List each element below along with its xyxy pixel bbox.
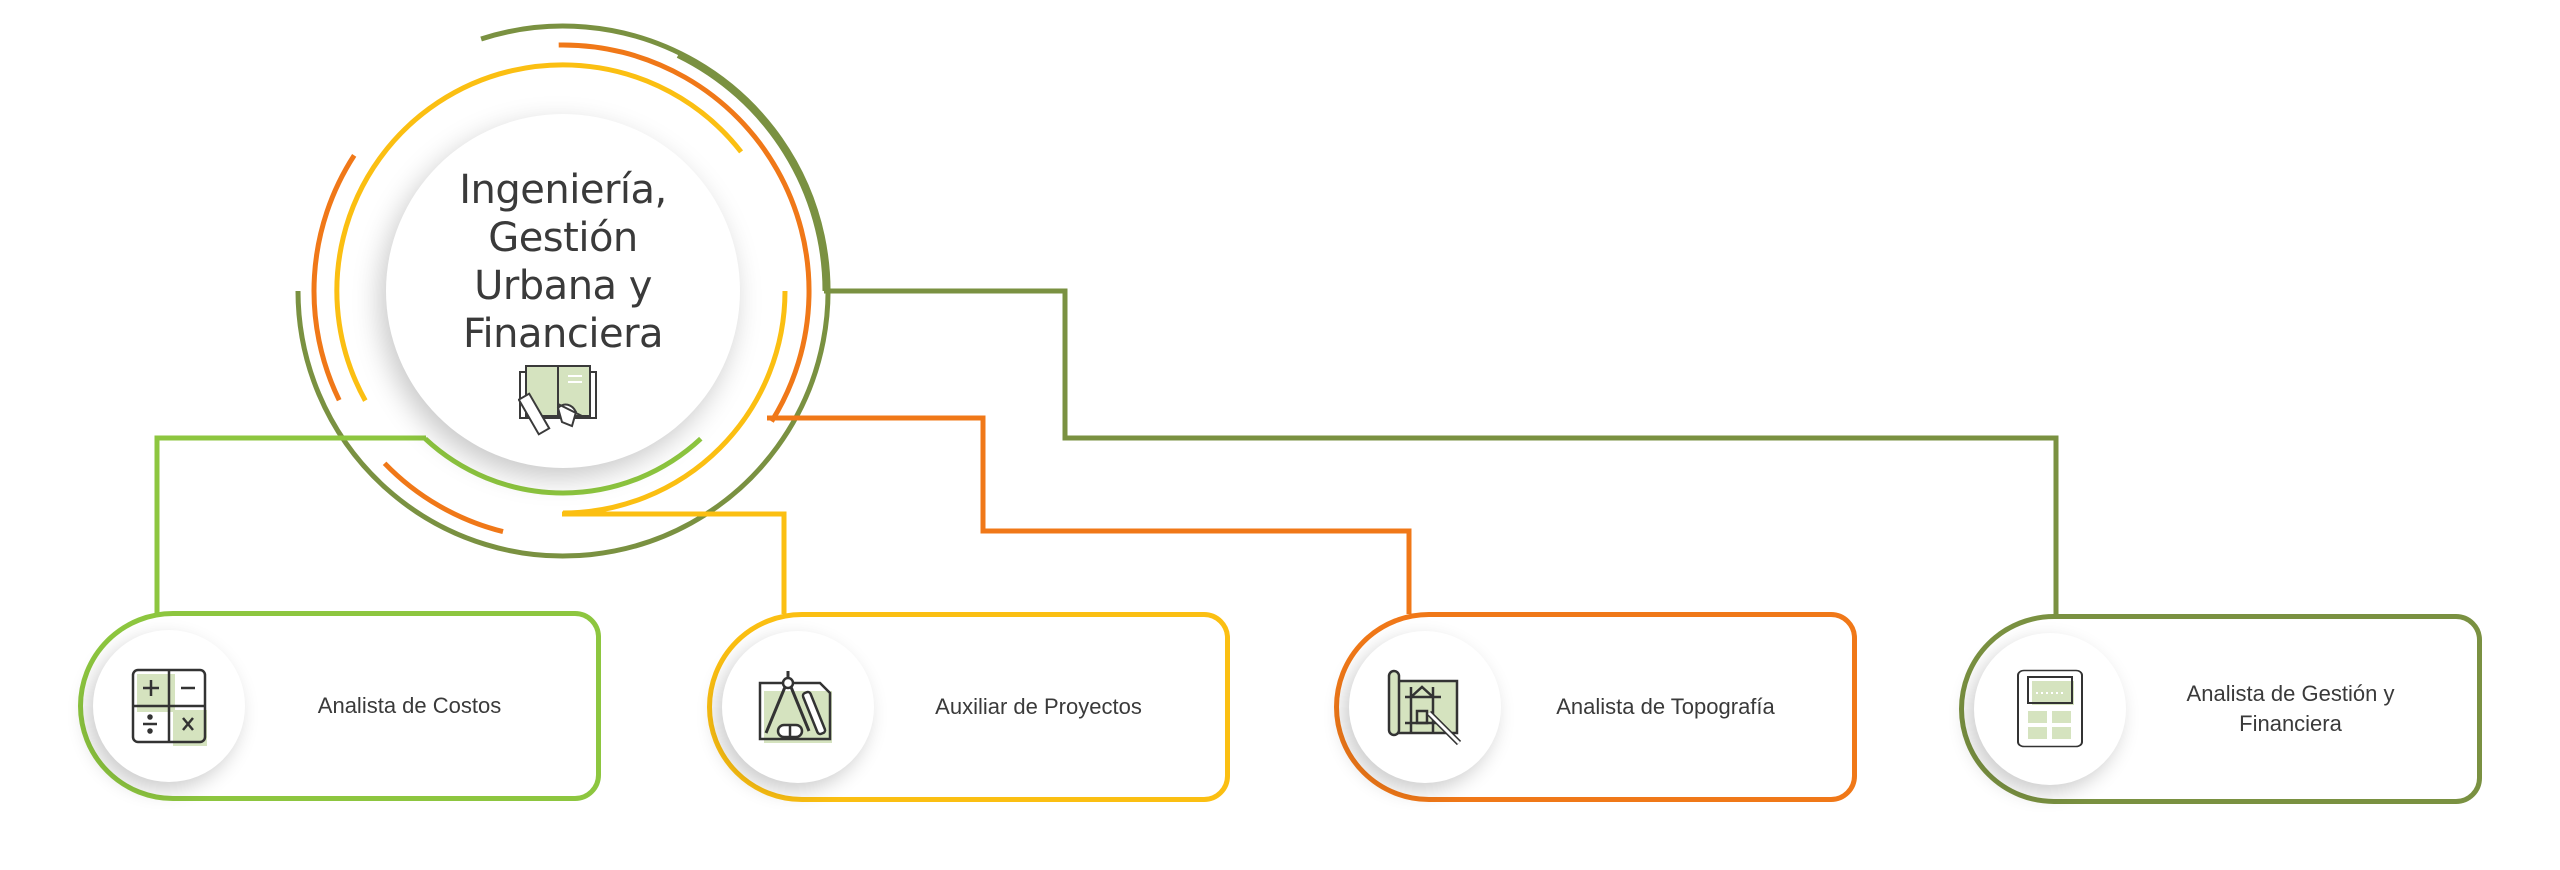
calculator-icon xyxy=(2017,669,2083,748)
calculator-operations-icon xyxy=(131,668,207,746)
connector-lime xyxy=(154,435,426,613)
card-label: Analista de Costos xyxy=(317,693,502,718)
orange-arc-left xyxy=(311,154,357,402)
yellow-arc-top xyxy=(334,62,744,402)
icon-circle xyxy=(1974,633,2126,785)
olive-arc-right xyxy=(676,53,828,292)
role-card-auxiliar-proyectos[interactable]: Auxiliar de Proyectos xyxy=(707,612,1230,802)
connector-orange xyxy=(767,415,1412,614)
hub-circle: Ingeniería, Gestión Urbana y Financiera xyxy=(386,114,740,468)
book-ruler-pencil-icon xyxy=(518,365,597,436)
connector-yellow xyxy=(562,511,787,614)
orange-arc-bottom xyxy=(382,461,504,535)
orange-arc-right xyxy=(558,42,812,423)
hub-title-line: Ingeniería, xyxy=(459,167,667,213)
hub-title-line: Financiera xyxy=(462,311,664,357)
olive-arc-left xyxy=(295,23,831,559)
blueprint-icon xyxy=(1387,669,1462,746)
icon-circle xyxy=(722,631,874,783)
role-card-analista-gestion-financiera[interactable]: Analista de Gestión y Financiera xyxy=(1959,614,2482,804)
compass-drawing-icon xyxy=(758,671,832,743)
card-label: Analista de Gestión y Financiera xyxy=(2186,681,2395,736)
role-card-analista-topografia[interactable]: Analista de Topografía xyxy=(1334,612,1857,802)
card-label: Auxiliar de Proyectos xyxy=(935,694,1142,719)
hub-title-line: Gestión xyxy=(488,215,638,261)
card-label: Analista de Topografía xyxy=(1556,694,1775,719)
role-card-analista-costos[interactable]: Analista de Costos xyxy=(78,611,601,801)
hub-title-line: Urbana y xyxy=(474,263,652,309)
icon-circle xyxy=(1349,631,1501,783)
hub-title: Ingeniería, Gestión Urbana y Financiera xyxy=(386,166,740,358)
yellow-arc-right xyxy=(562,290,788,516)
lime-arc-bottom xyxy=(423,436,703,496)
icon-circle xyxy=(93,630,245,782)
connector-olive xyxy=(824,288,2059,616)
